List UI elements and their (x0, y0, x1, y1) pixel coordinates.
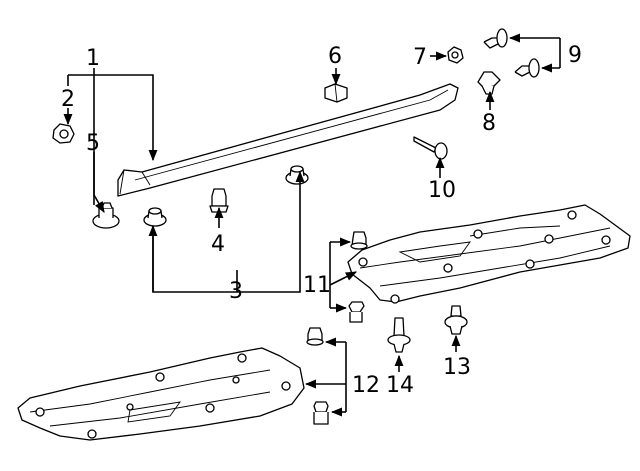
callout-11: 11 (303, 273, 331, 298)
callout-4: 4 (211, 232, 225, 257)
rocker-moulding (117, 83, 459, 197)
clip-part-5 (92, 202, 120, 229)
callout-labels: 1 2 3 4 5 6 7 8 9 10 11 12 13 14 (61, 43, 582, 398)
clip-part-3-left (143, 207, 167, 227)
engine-under-cover-right (347, 204, 631, 304)
bolt-part-2 (52, 123, 75, 144)
callout-12: 12 (352, 373, 380, 398)
callout-6: 6 (328, 44, 342, 69)
clip-part-4 (209, 188, 229, 213)
clip-part-12-bottom (313, 401, 329, 425)
screw-part-9-top (483, 28, 508, 49)
engine-under-cover-left (17, 347, 305, 441)
callout-3: 3 (229, 279, 243, 304)
callout-9: 9 (568, 43, 582, 68)
fastener-part-13 (444, 305, 468, 335)
clip-part-8 (477, 71, 501, 95)
screw-part-9-bottom (514, 58, 540, 78)
callout-13: 13 (443, 355, 471, 380)
fastener-part-14 (387, 317, 411, 353)
clip-part-12-top (306, 327, 324, 346)
callout-5: 5 (86, 131, 100, 156)
nut-part-7 (447, 46, 464, 64)
callout-1: 1 (86, 46, 100, 71)
leader-lines (63, 33, 561, 417)
callout-7: 7 (413, 45, 427, 70)
callout-14: 14 (386, 373, 414, 398)
callout-2: 2 (61, 87, 75, 112)
callout-8: 8 (482, 111, 496, 136)
clip-part-11-bottom (348, 301, 365, 323)
clip-part-3-right (285, 165, 309, 185)
clip-part-11-top (350, 231, 368, 250)
callout-10: 10 (428, 178, 456, 203)
clip-part-6 (324, 83, 348, 103)
screw-part-10 (413, 136, 448, 160)
